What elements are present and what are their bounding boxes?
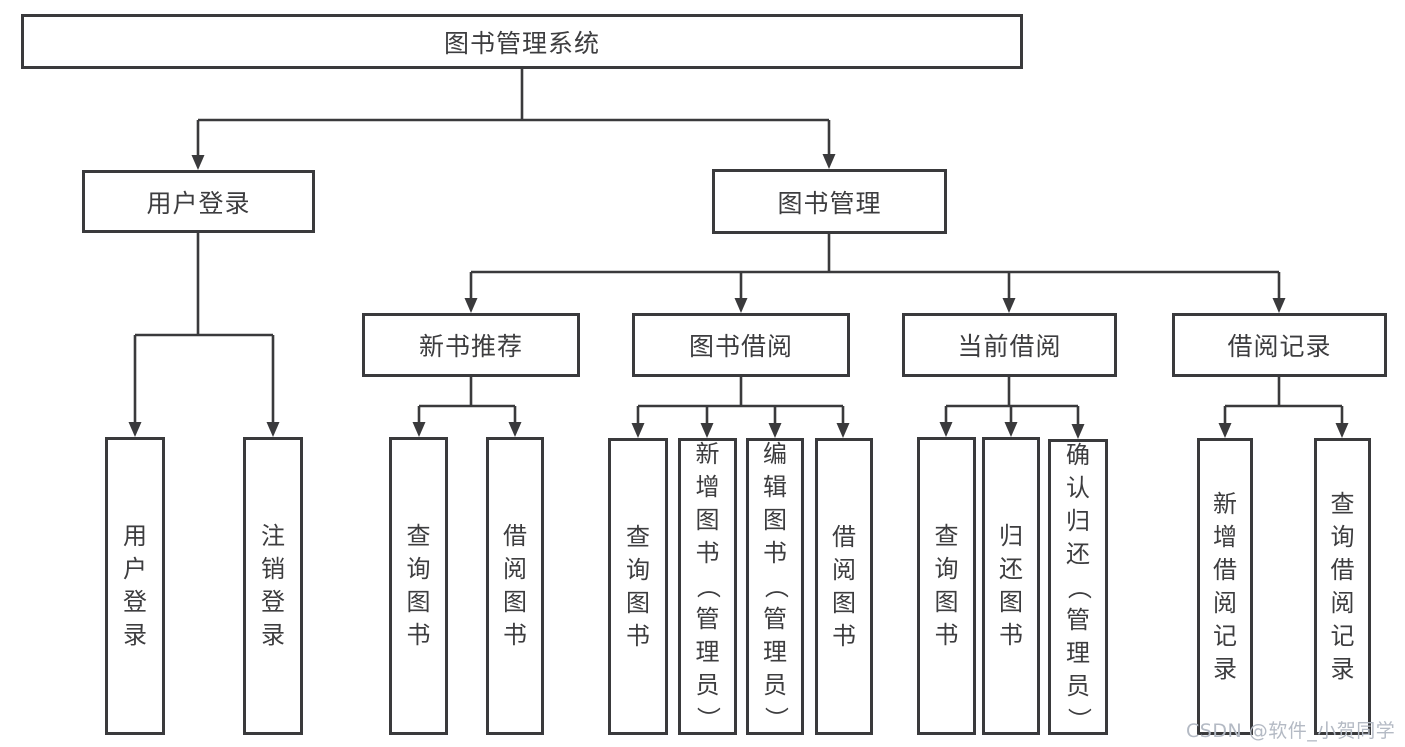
connector-root-stub xyxy=(198,68,829,122)
arrowheads xyxy=(128,154,1349,439)
leaf-cb-confirm-return-admin: 确认归还（管理员） xyxy=(1048,439,1108,735)
node-book-borrow: 图书借阅 xyxy=(632,313,850,377)
leaf-user-login: 用户登录 xyxy=(105,437,165,735)
connector-bb-stub xyxy=(638,376,843,408)
leaf-br-query-record: 查询借阅记录 xyxy=(1314,438,1371,735)
leaf-logout-login: 注销登录 xyxy=(243,437,303,735)
leaf-bb-edit-books-admin: 编辑图书（管理员） xyxy=(746,438,804,735)
connector-br-stub xyxy=(1225,376,1342,408)
leaf-bb-borrow-books: 借阅图书 xyxy=(815,438,873,735)
connector-bookmgmt-stub xyxy=(471,234,1279,274)
node-library-management-system: 图书管理系统 xyxy=(21,14,1023,69)
connector-cb-stub xyxy=(946,376,1078,408)
leaf-rec-borrow-books: 借阅图书 xyxy=(486,437,544,735)
node-new-book-recommend: 新书推荐 xyxy=(362,313,580,377)
leaf-bb-query-books: 查询图书 xyxy=(608,438,668,735)
connector-userlogin-stub xyxy=(135,233,273,337)
node-borrow-records: 借阅记录 xyxy=(1172,313,1387,377)
leaf-br-add-record: 新增借阅记录 xyxy=(1197,438,1253,735)
connector-rec-stub xyxy=(419,376,515,408)
leaf-rec-query-books: 查询图书 xyxy=(389,437,448,735)
node-current-borrow: 当前借阅 xyxy=(902,313,1117,377)
node-book-management: 图书管理 xyxy=(712,169,947,234)
csdn-watermark: CSDN @软件_小贺同学 xyxy=(1186,720,1396,742)
leaf-cb-return-books: 归还图书 xyxy=(982,437,1040,735)
node-user-login: 用户登录 xyxy=(82,170,315,233)
leaf-bb-add-books-admin: 新增图书（管理员） xyxy=(678,438,737,735)
leaf-cb-query-books: 查询图书 xyxy=(917,437,976,735)
